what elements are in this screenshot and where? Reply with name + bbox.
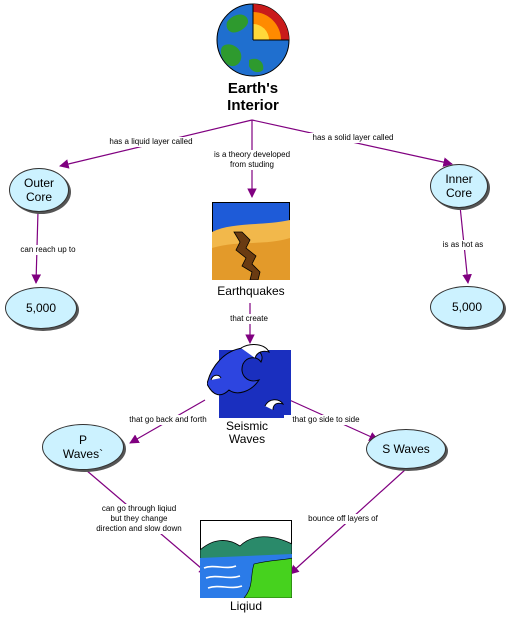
link-label-back-forth: that go back and forth	[120, 415, 216, 425]
s-waves-node: S Waves	[366, 429, 446, 469]
link-label-solid-layer: has a solid layer called	[304, 133, 402, 143]
link-label-create: that create	[222, 314, 276, 324]
earthquakes-label: Earthquakes	[217, 284, 285, 298]
link-label-theory: is a theory developed from studing	[204, 150, 300, 170]
outer-value-node: 5,000	[5, 287, 77, 329]
river-landscape-icon	[200, 520, 292, 598]
outer-core-node: Outer Core	[9, 168, 69, 212]
link-label-side-side: that go side to side	[284, 415, 368, 425]
p-waves-node: P Waves`	[42, 424, 124, 470]
link-label-through: can go through liqiud but they change di…	[92, 504, 186, 534]
liquid-label: Liqiud	[229, 599, 263, 613]
inner-core-node: Inner Core	[430, 164, 488, 208]
inner-value-node: 5,000	[430, 286, 504, 328]
earthquake-crack-icon	[212, 202, 290, 280]
earths-interior-title: Earth's Interior	[227, 80, 279, 114]
link-label-hot-as: is as hot as	[434, 240, 492, 250]
link-label-reach: can reach up to	[12, 245, 84, 255]
earth-cutaway-icon	[216, 3, 290, 77]
ocean-wave-icon	[207, 344, 291, 418]
seismic-waves-label: Seismic Waves	[225, 419, 268, 446]
link-label-liquid-layer: has a liquid layer called	[102, 137, 200, 147]
link-label-bounce: bounce off layers of	[300, 514, 386, 524]
